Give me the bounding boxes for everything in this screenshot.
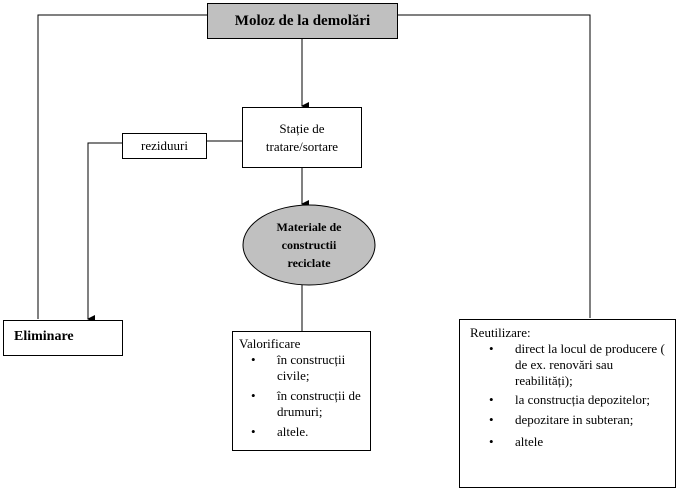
reuse-title: Reutilizare: <box>470 325 531 340</box>
reuse-list: direct la locul de producere ( de ex. re… <box>470 341 665 450</box>
station-box: Stație de tratare/sortare <box>242 107 362 168</box>
line-source-to-reuse <box>397 14 591 318</box>
station-line2: tratare/sortare <box>265 138 339 154</box>
list-item: direct la locul de producere ( de ex. re… <box>489 341 665 389</box>
list-item: la construcția depozitelor; <box>489 392 665 408</box>
recycled-line2: constructii <box>281 238 337 252</box>
reuse-box: Reutilizare: direct la locul de producer… <box>459 319 676 488</box>
valorization-box: Valorificare în construcții civile; în c… <box>232 331 371 451</box>
elimination-box: Eliminare <box>3 320 123 356</box>
list-item: în construcții civile; <box>251 352 364 384</box>
list-item: depozitare in subteran; <box>489 412 665 428</box>
source-box: Moloz de la demolări <box>207 3 398 39</box>
arrow-residues-to-elimination <box>87 142 122 323</box>
residues-box: reziduuri <box>122 133 207 159</box>
recycled-materials-ellipse <box>242 204 376 286</box>
recycled-materials-label: Materiale de constructii reciclate <box>243 205 375 285</box>
list-item: în construcții de drumuri; <box>251 388 364 420</box>
station-line1: Stație de <box>279 120 325 136</box>
recycled-line3: reciclate <box>287 256 331 270</box>
list-item: altele. <box>251 424 364 440</box>
valorization-title: Valorificare <box>239 336 301 351</box>
line-source-to-elimination <box>37 14 207 319</box>
elimination-label: Eliminare <box>14 329 74 344</box>
source-label: Moloz de la demolări <box>234 12 371 29</box>
residues-label: reziduuri <box>141 138 188 153</box>
recycled-line1: Materiale de <box>276 220 342 234</box>
valorization-list: în construcții civile; în construcții de… <box>239 352 364 440</box>
list-item: altele <box>489 434 665 450</box>
